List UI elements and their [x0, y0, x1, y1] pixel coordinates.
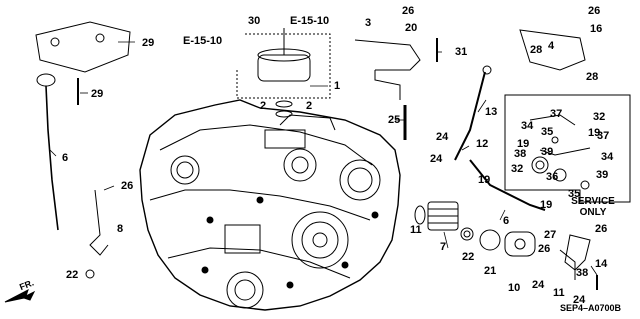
- reference-label: E-15-10: [183, 35, 223, 47]
- callout-number: 16: [590, 23, 603, 35]
- callout-number: 28: [586, 71, 599, 83]
- callout-number: 30: [248, 15, 261, 27]
- callout-number: 4: [548, 40, 555, 52]
- callout-number: 19: [540, 199, 553, 211]
- callout-number: 24: [573, 294, 586, 306]
- callout-number: 28: [530, 44, 543, 56]
- reference-label: E-15-10: [290, 15, 330, 27]
- callout-number: 34: [521, 120, 534, 132]
- callout-number: 21: [484, 265, 497, 277]
- service-label-line: ONLY: [579, 207, 607, 218]
- service-only-box: [504, 94, 631, 203]
- callout-number: 8: [117, 223, 124, 235]
- callout-number: 13: [485, 106, 498, 118]
- transmission-housing: [139, 99, 401, 311]
- service-only-label: SERVICE ONLY: [565, 196, 621, 218]
- callout-number: 35: [568, 188, 581, 200]
- callout-number: 25: [388, 114, 401, 126]
- callout-number: 38: [514, 148, 527, 160]
- callout-number: 36: [546, 171, 559, 183]
- callout-number: 26: [402, 5, 415, 17]
- callout-number: 26: [538, 243, 551, 255]
- callout-number: 31: [455, 46, 468, 58]
- dipstick: [36, 73, 59, 231]
- callout-number: 38: [576, 267, 589, 279]
- callout-number: 24: [436, 131, 449, 143]
- callout-number: 26: [588, 5, 601, 17]
- callout-number: 37: [550, 108, 563, 120]
- callout-number: 24: [532, 279, 545, 291]
- callout-number: 19: [517, 138, 530, 150]
- callout-number: 26: [121, 180, 134, 192]
- callout-number: 11: [553, 287, 565, 299]
- callout-number: 20: [405, 22, 418, 34]
- callout-number: 29: [91, 88, 104, 100]
- callout-number: 2: [306, 100, 313, 112]
- callout-number: 32: [511, 163, 524, 175]
- callout-number: 19: [478, 174, 491, 186]
- callout-number: 11: [410, 224, 422, 236]
- callout-number: 29: [142, 37, 155, 49]
- callout-number: 6: [62, 152, 69, 164]
- callout-number: 37: [597, 130, 610, 142]
- callout-number: 6: [503, 215, 510, 227]
- service-label-line: SERVICE: [571, 196, 615, 207]
- callout-number: 34: [601, 151, 614, 163]
- callout-number: 22: [66, 269, 79, 281]
- callout-number: 3: [365, 17, 372, 29]
- callout-number: 26: [595, 223, 608, 235]
- front-direction-arrow: [4, 288, 36, 303]
- callout-number: 27: [544, 229, 557, 241]
- callout-number: 10: [508, 282, 521, 294]
- callout-number: 19: [588, 127, 601, 139]
- callout-number: 39: [596, 169, 609, 181]
- callout-number: 7: [440, 241, 447, 253]
- part-code: SEP4–A0700B: [560, 303, 622, 313]
- callout-number: 39: [541, 146, 554, 158]
- callout-number: 32: [593, 111, 606, 123]
- callout-number: 24: [430, 153, 443, 165]
- callout-number: 12: [476, 138, 489, 150]
- callout-number: 1: [334, 80, 341, 92]
- bracket-5: [35, 21, 131, 73]
- callout-number: 35: [541, 126, 554, 138]
- callout-number: 2: [260, 100, 267, 112]
- cooler-filter-group: [236, 28, 331, 118]
- callout-number: 14: [595, 258, 608, 270]
- callout-number: 22: [462, 251, 475, 263]
